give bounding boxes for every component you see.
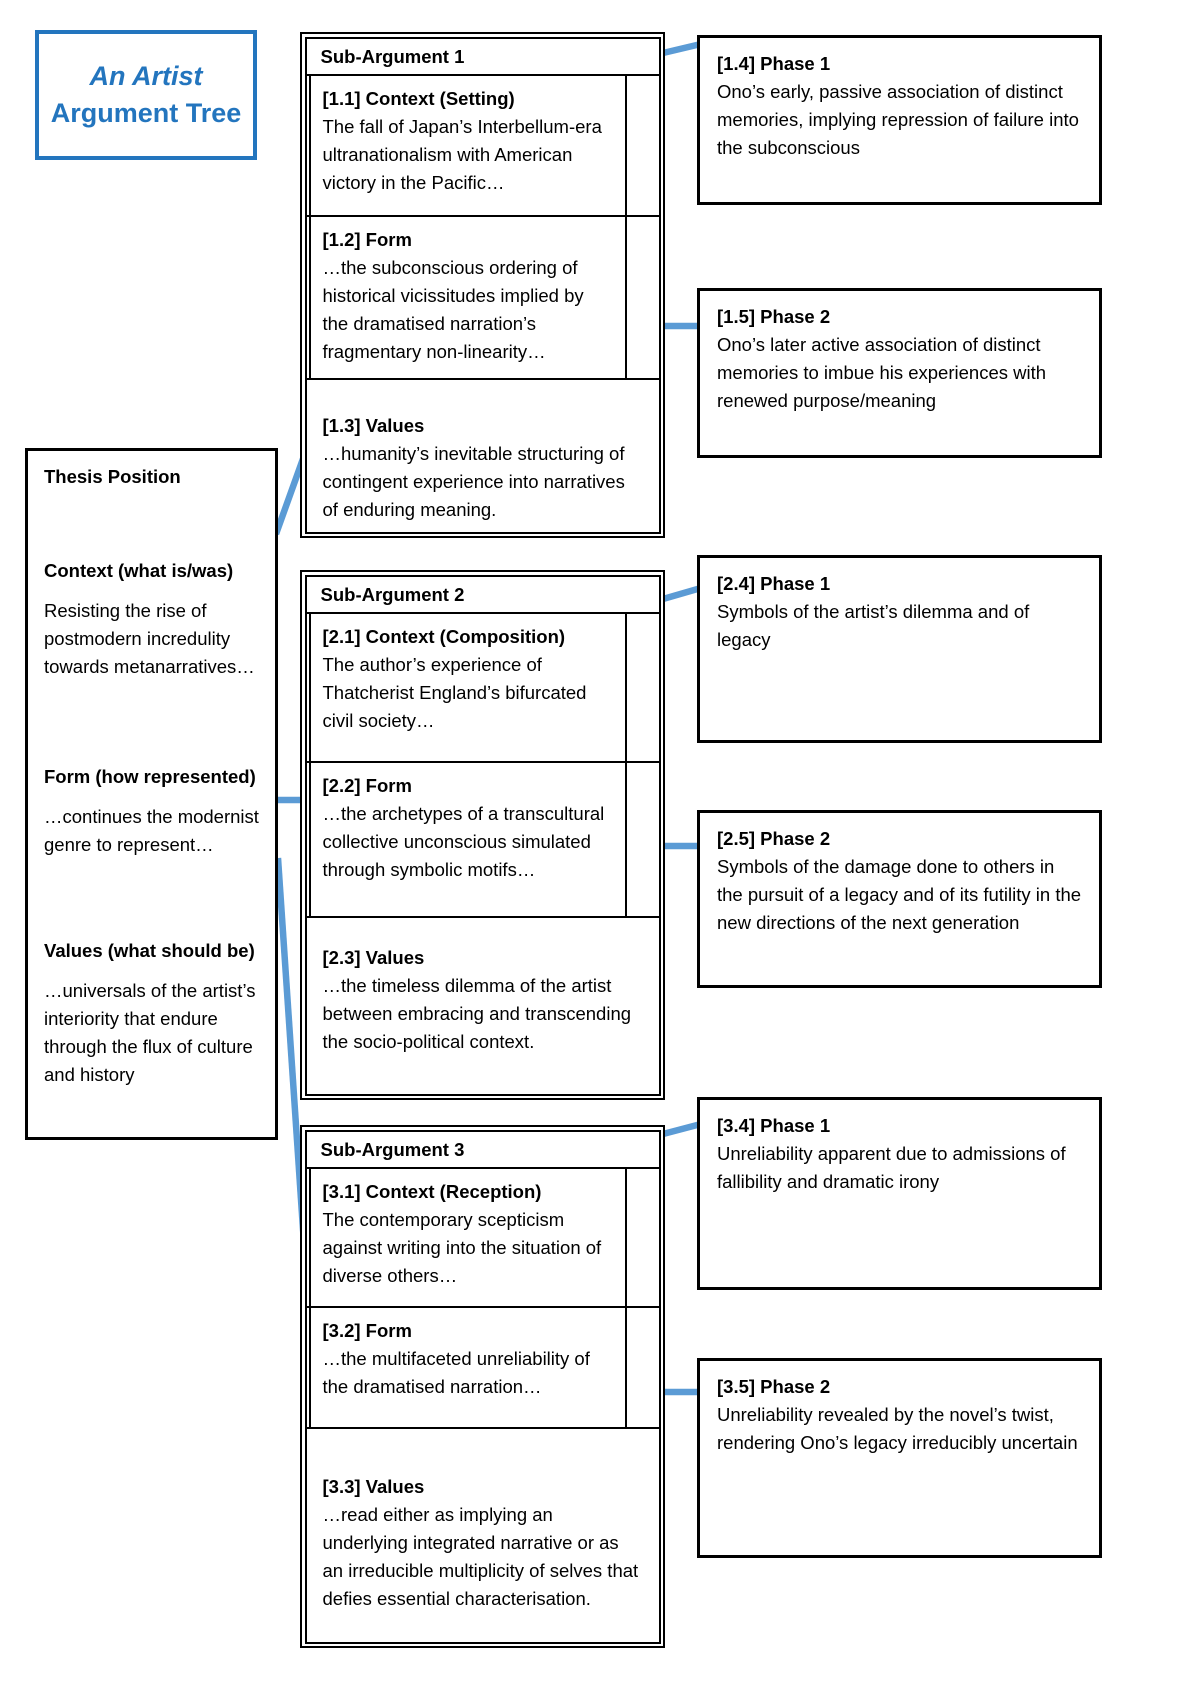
phase-box-3-4: [3.4] Phase 1 Unreliability apparent due…	[697, 1097, 1102, 1290]
phase-1-5-label: [1.5] Phase 2	[717, 306, 831, 327]
item-1-3-section: [1.3] Values …humanity’s inevitable stru…	[307, 380, 659, 532]
phase-box-2-4: [2.4] Phase 1 Symbols of the artist’s di…	[697, 555, 1102, 743]
item-3-3-section: [3.3] Values …read either as implying an…	[307, 1429, 659, 1621]
phase-2-4-label: [2.4] Phase 1	[717, 573, 831, 594]
item-2-1-label: [2.1] Context (Composition)	[322, 625, 566, 647]
item-3-1-body: The contemporary scepticism against writ…	[322, 1208, 602, 1286]
phase-1-5-body: Ono’s later active association of distin…	[717, 334, 1047, 411]
thesis-form-heading: Form (how represented)	[44, 766, 256, 787]
sub-argument-3-heading: Sub-Argument 3	[306, 1132, 659, 1169]
title-line-2: Argument Tree	[50, 98, 242, 128]
phase-3-5-body: Unreliability revealed by the novel’s tw…	[717, 1404, 1078, 1453]
item-1-3-body: …humanity’s inevitable structuring of co…	[322, 442, 625, 520]
title-box: An Artist Argument Tree	[35, 30, 257, 160]
phase-box-1-4: [1.4] Phase 1 Ono’s early, passive assoc…	[697, 35, 1102, 205]
item-2-3-body: …the timeless dilemma of the artist betw…	[322, 974, 632, 1052]
phase-box-2-5: [2.5] Phase 2 Symbols of the damage done…	[697, 810, 1102, 988]
phase-1-4-body: Ono’s early, passive association of dist…	[717, 81, 1079, 158]
sub-argument-3-inner: Sub-Argument 3 [3.1] Context (Reception)…	[304, 1129, 661, 1644]
item-1-2-body: …the subconscious ordering of historical…	[322, 256, 584, 362]
item-2-1-box: [2.1] Context (Composition) The author’s…	[308, 613, 627, 761]
item-3-1-box: [3.1] Context (Reception) The contempora…	[308, 1168, 627, 1306]
item-3-2-label: [3.2] Form	[322, 1319, 412, 1341]
item-3-2-body: …the multifaceted unreliability of the d…	[322, 1347, 590, 1397]
item-1-1-label: [1.1] Context (Setting)	[322, 87, 515, 109]
thesis-section-values: Values (what should be) …universals of t…	[44, 937, 259, 1089]
sub-argument-1-inner: Sub-Argument 1 [1.1] Context (Setting) T…	[304, 36, 661, 534]
item-2-1-body: The author’s experience of Thatcherist E…	[322, 653, 587, 731]
thesis-heading: Thesis Position	[44, 466, 181, 487]
thesis-section-context: Context (what is/was) Resisting the rise…	[44, 557, 259, 681]
connector-subargument1-phase14	[662, 40, 702, 57]
item-2-3-label: [2.3] Values	[322, 946, 425, 968]
thesis-box: Thesis Position Context (what is/was) Re…	[25, 448, 278, 1140]
item-2-2-box: [2.2] Form …the archetypes of a transcul…	[308, 762, 627, 916]
phase-2-5-body: Symbols of the damage done to others in …	[717, 856, 1082, 933]
phase-2-4-body: Symbols of the artist’s dilemma and of l…	[717, 601, 1030, 650]
sub-argument-1-box: Sub-Argument 1 [1.1] Context (Setting) T…	[300, 32, 665, 538]
item-1-1-body: The fall of Japan’s Interbellum-era ultr…	[322, 115, 602, 193]
item-1-2-row: [1.2] Form …the subconscious ordering of…	[306, 216, 659, 380]
phase-3-5-label: [3.5] Phase 2	[717, 1376, 831, 1397]
item-1-2-label: [1.2] Form	[322, 228, 412, 250]
thesis-values-body: …universals of the artist’s interiority …	[44, 980, 256, 1085]
sub-argument-2-heading: Sub-Argument 2	[306, 577, 659, 614]
item-2-1-row: [2.1] Context (Composition) The author’s…	[306, 613, 659, 763]
item-2-2-row: [2.2] Form …the archetypes of a transcul…	[306, 762, 659, 918]
item-2-2-body: …the archetypes of a transcultural colle…	[322, 802, 605, 880]
item-1-2-box: [1.2] Form …the subconscious ordering of…	[308, 216, 627, 378]
thesis-values-heading: Values (what should be)	[44, 940, 255, 961]
phase-1-4-label: [1.4] Phase 1	[717, 53, 831, 74]
phase-2-5-label: [2.5] Phase 2	[717, 828, 831, 849]
thesis-section-form: Form (how represented) …continues the mo…	[44, 763, 259, 859]
item-1-1-row: [1.1] Context (Setting) The fall of Japa…	[306, 75, 659, 217]
item-2-2-label: [2.2] Form	[322, 774, 412, 796]
item-1-1-box: [1.1] Context (Setting) The fall of Japa…	[308, 75, 627, 215]
item-3-3-label: [3.3] Values	[322, 1475, 425, 1497]
sub-argument-2-inner: Sub-Argument 2 [2.1] Context (Compositio…	[304, 574, 661, 1096]
sub-argument-3-box: Sub-Argument 3 [3.1] Context (Reception)…	[300, 1125, 665, 1648]
phase-3-4-label: [3.4] Phase 1	[717, 1115, 831, 1136]
connector-subargument3-phase34	[662, 1120, 702, 1138]
thesis-form-body: …continues the modernist genre to repres…	[44, 806, 259, 855]
phase-box-3-5: [3.5] Phase 2 Unreliability revealed by …	[697, 1358, 1102, 1558]
item-3-3-body: …read either as implying an underlying i…	[322, 1503, 639, 1609]
item-1-3-label: [1.3] Values	[322, 414, 425, 436]
item-3-2-box: [3.2] Form …the multifaceted unreliabili…	[308, 1307, 627, 1427]
phase-box-1-5: [1.5] Phase 2 Ono’s later active associa…	[697, 288, 1102, 458]
thesis-context-body: Resisting the rise of postmodern incredu…	[44, 600, 255, 677]
thesis-context-heading: Context (what is/was)	[44, 560, 234, 581]
item-3-2-row: [3.2] Form …the multifaceted unreliabili…	[306, 1307, 659, 1429]
item-3-1-label: [3.1] Context (Reception)	[322, 1180, 542, 1202]
item-2-3-section: [2.3] Values …the timeless dilemma of th…	[307, 918, 659, 1064]
item-3-1-row: [3.1] Context (Reception) The contempora…	[306, 1168, 659, 1308]
phase-3-4-body: Unreliability apparent due to admissions…	[717, 1143, 1066, 1192]
connector-subargument2-phase24	[662, 584, 702, 603]
title-line-1: An Artist	[89, 61, 203, 91]
sub-argument-1-heading: Sub-Argument 1	[306, 39, 659, 76]
sub-argument-2-box: Sub-Argument 2 [2.1] Context (Compositio…	[300, 570, 665, 1100]
